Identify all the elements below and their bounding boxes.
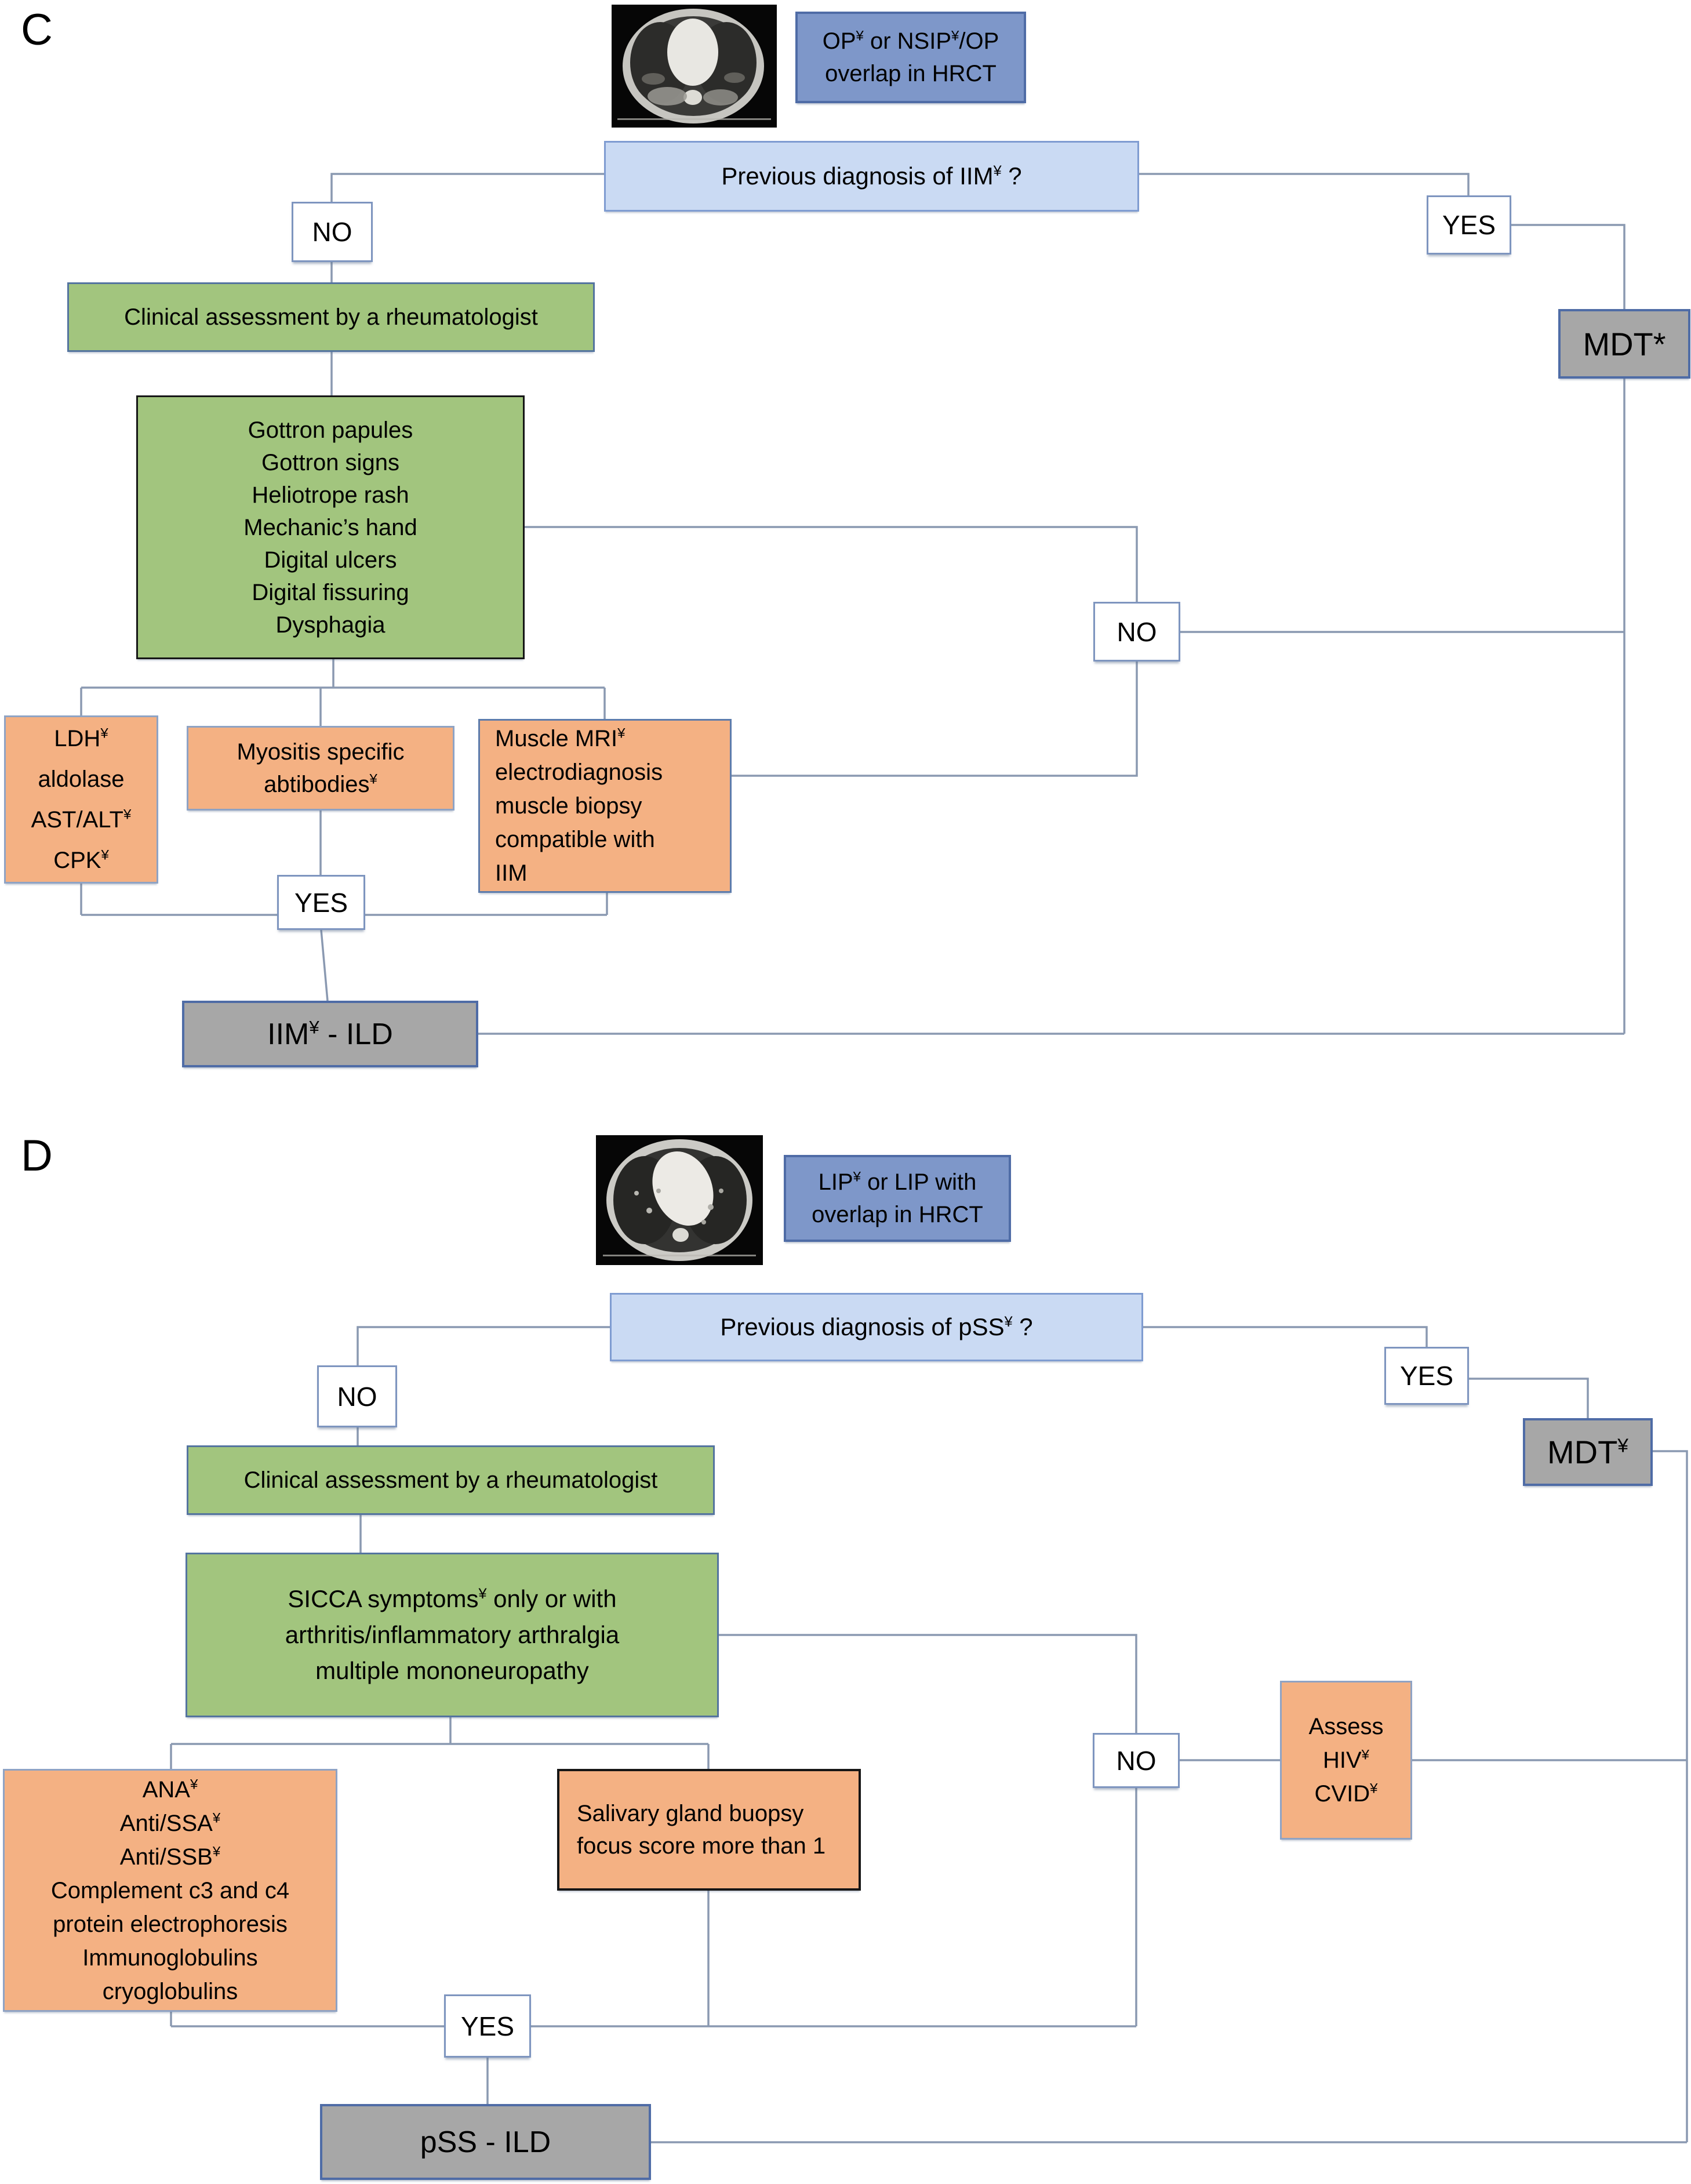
mdt-label-c: MDT* xyxy=(1583,325,1666,362)
connector-c-question-yes xyxy=(1139,173,1470,195)
connector-c-question-no xyxy=(330,173,604,202)
no-box-c: NO xyxy=(292,202,373,262)
hrct-scan-image-c xyxy=(612,5,777,128)
connector-d-question-yes xyxy=(1143,1326,1428,1347)
serology-box-d: ANA¥Anti/SSA¥Anti/SSB¥Complement c3 and … xyxy=(3,1769,337,2012)
no-label-d: NO xyxy=(337,1381,377,1412)
connector-d-question-no xyxy=(357,1326,610,1365)
no-workup-box-d: NO xyxy=(1093,1733,1180,1788)
diagnosis-box-d: pSS - ILD xyxy=(320,2104,651,2180)
question-text-c: Previous diagnosis of IIM¥ ? xyxy=(721,162,1022,190)
connector-c-no-mri xyxy=(732,662,1138,777)
hrct-scan-image-d xyxy=(596,1135,763,1265)
no-workup-box-c: NO xyxy=(1093,602,1180,662)
serology-text-d: ANA¥Anti/SSA¥Anti/SSB¥Complement c3 and … xyxy=(50,1776,290,2004)
yes-confirm-box-d: YES xyxy=(444,1994,531,2058)
diagnosis-label-c: IIM¥ - ILD xyxy=(267,1017,393,1051)
connector-d-sicca-no xyxy=(719,1634,1137,1733)
diagnosis-label-d: pSS - ILD xyxy=(420,2125,551,2159)
mdt-box-c: MDT* xyxy=(1558,309,1690,379)
connector-c-signs-no xyxy=(525,526,1138,602)
yes-box-d: YES xyxy=(1384,1347,1469,1405)
yes-confirm-label-c: YES xyxy=(294,887,348,918)
no-label-c: NO xyxy=(312,217,352,247)
mdt-box-d: MDT¥ xyxy=(1523,1418,1653,1486)
clinical-assessment-text-c: Clinical assessment by a rheumatologist xyxy=(124,304,538,330)
question-box-c: Previous diagnosis of IIM¥ ? xyxy=(604,141,1139,212)
clinical-assessment-box-c: Clinical assessment by a rheumatologist xyxy=(67,282,595,352)
connector-d-yes-mdt xyxy=(1469,1378,1589,1418)
panel-c-label: C xyxy=(21,5,53,54)
connector-c-yes-iim xyxy=(320,929,329,1001)
question-box-d: Previous diagnosis of pSS¥ ? xyxy=(610,1293,1143,1361)
panel-d-label: D xyxy=(21,1131,53,1180)
mdt-label-d: MDT¥ xyxy=(1547,1434,1628,1470)
clinical-assessment-text-d: Clinical assessment by a rheumatologist xyxy=(243,1467,658,1493)
clinical-assessment-box-d: Clinical assessment by a rheumatologist xyxy=(187,1445,715,1515)
yes-confirm-label-d: YES xyxy=(460,2011,515,2041)
yes-label-c: YES xyxy=(1442,210,1496,240)
yes-label-d: YES xyxy=(1399,1361,1454,1391)
connector-d-mdt-right-vertical xyxy=(1653,1450,1688,2142)
connector-c-yes-mdt xyxy=(1511,224,1625,309)
yes-box-c: YES xyxy=(1427,195,1511,255)
no-workup-label-c: NO xyxy=(1117,616,1157,647)
question-text-d: Previous diagnosis of pSS¥ ? xyxy=(720,1313,1033,1340)
yes-confirm-box-c: YES xyxy=(277,875,365,930)
no-workup-label-d: NO xyxy=(1116,1745,1157,1776)
diagnosis-box-c: IIM¥ - ILD xyxy=(182,1001,478,1067)
no-box-d: NO xyxy=(317,1365,397,1427)
